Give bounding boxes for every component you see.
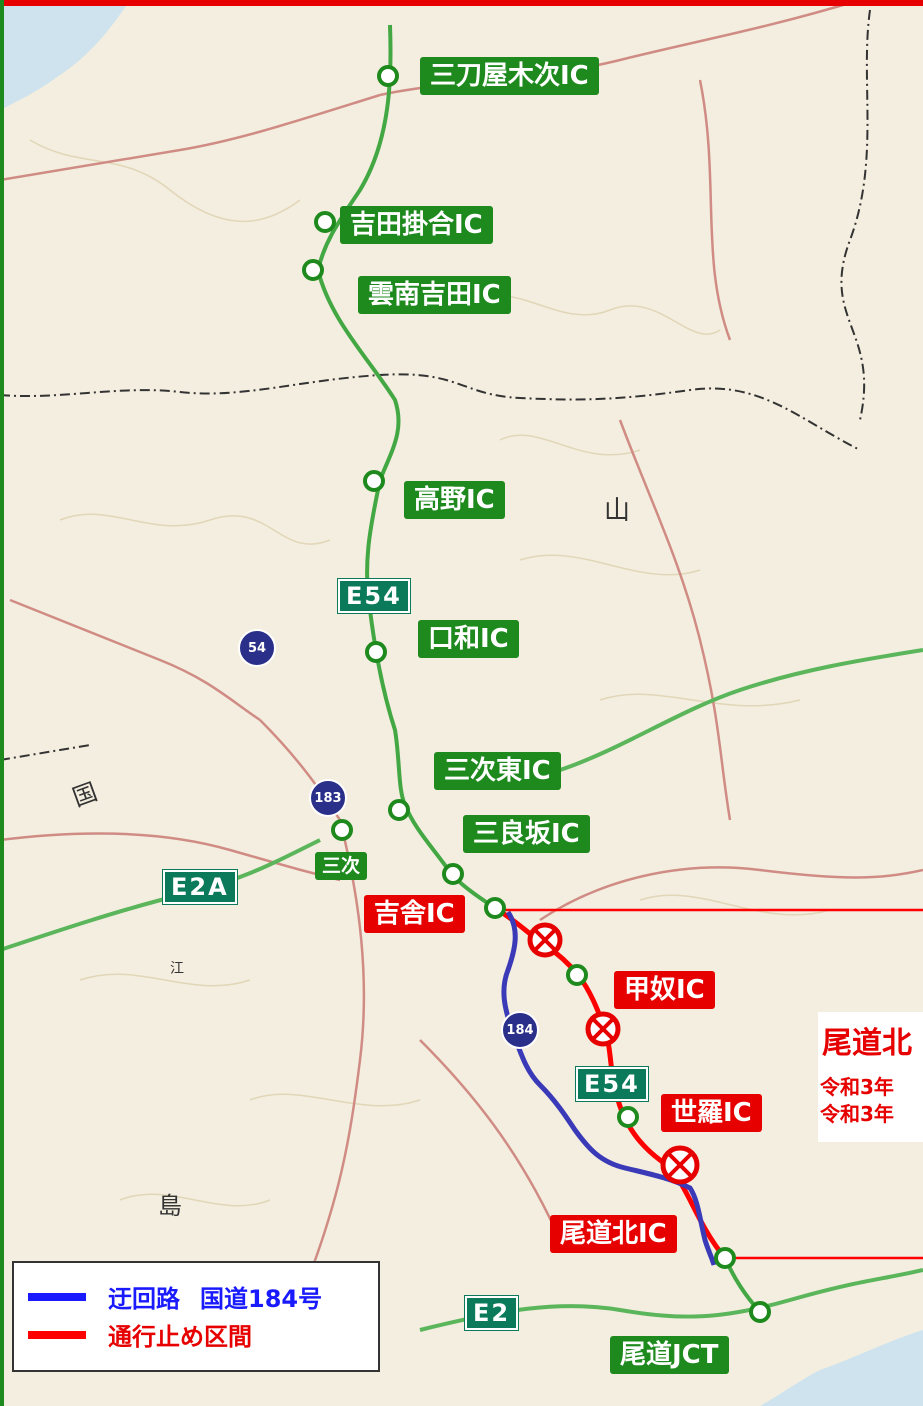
route-shield-54: 54	[238, 629, 276, 667]
detour-route-184	[501, 910, 717, 1266]
sea-top-left	[0, 0, 130, 110]
ic-label-unnanyoshida[interactable]: 雲南吉田IC	[358, 276, 511, 314]
ic-label-yoshidakakeai[interactable]: 吉田掛合IC	[340, 206, 493, 244]
legend-detour-route: 国道184号	[200, 1285, 323, 1313]
ic-marker-konu	[566, 964, 588, 986]
legend: 迂回路 国道184号 通行止め区間	[12, 1261, 380, 1372]
place-label-yama: 山	[604, 496, 631, 526]
ic-label-sera[interactable]: 世羅IC	[661, 1094, 762, 1132]
place-label-shima: 島	[158, 1192, 182, 1220]
ic-marker-onomichi-jct	[749, 1301, 771, 1323]
ic-label-miyoshihigashi[interactable]: 三次東IC	[434, 752, 561, 790]
ic-marker-kuchiwa	[365, 641, 387, 663]
ic-marker-yoshidakakeai	[314, 211, 336, 233]
ic-label-konu[interactable]: 甲奴IC	[614, 971, 715, 1009]
no-entry-icon	[527, 922, 563, 958]
no-entry-icon	[660, 1145, 700, 1185]
ic-label-mirasaka[interactable]: 三良坂IC	[463, 815, 590, 853]
expressway-shield-e54-lower: E54	[575, 1066, 649, 1102]
legend-swatch-closure	[28, 1330, 86, 1339]
closure-note-box	[818, 1012, 923, 1142]
expressway-shield-e2a: E2A	[162, 869, 238, 905]
ic-marker-mitoyakiji	[377, 65, 399, 87]
closure-note-line2: 令和3年	[820, 1102, 894, 1126]
legend-swatch-detour	[28, 1292, 86, 1301]
left-border	[0, 0, 4, 1406]
ic-label-kuchiwa[interactable]: 口和IC	[418, 620, 519, 658]
closure-note-line1: 令和3年	[820, 1075, 894, 1099]
legend-row-detour: 迂回路 国道184号	[14, 1279, 322, 1314]
ic-marker-miyoshi	[331, 819, 353, 841]
expressway-shield-e2: E2	[463, 1295, 520, 1331]
ic-marker-unnanyoshida	[302, 259, 324, 281]
e2-road	[419, 1268, 923, 1332]
ic-marker-mirasaka	[442, 863, 464, 885]
closure-note-title: 尾道北	[822, 1026, 912, 1061]
ic-label-takano[interactable]: 高野IC	[404, 481, 505, 519]
ic-label-kisa[interactable]: 吉舎IC	[364, 895, 465, 933]
legend-closure-label: 通行止め区間	[108, 1323, 252, 1351]
route-shield-184: 184	[501, 1011, 539, 1049]
ic-label-onomichikita[interactable]: 尾道北IC	[550, 1215, 677, 1253]
ic-label-onomichi-jct[interactable]: 尾道JCT	[610, 1336, 729, 1374]
ic-marker-onomichikita	[714, 1247, 736, 1269]
top-border	[0, 0, 923, 6]
ic-label-miyoshi[interactable]: 三次	[315, 852, 368, 880]
ic-label-mitoyakiji[interactable]: 三刀屋木次IC	[420, 57, 599, 95]
route-shield-183: 183	[309, 779, 347, 817]
place-label-e: 江	[170, 961, 184, 977]
ic-marker-kisa	[484, 897, 506, 919]
ic-marker-takano	[363, 470, 385, 492]
ic-marker-miyoshihigashi	[388, 799, 410, 821]
ic-marker-sera	[617, 1106, 639, 1128]
legend-row-closure: 通行止め区間	[14, 1317, 252, 1352]
sea-bottom-right	[760, 1330, 923, 1406]
expressway-shield-e54-upper: E54	[337, 578, 411, 614]
legend-detour-label: 迂回路	[108, 1285, 180, 1313]
no-entry-icon	[585, 1011, 621, 1047]
